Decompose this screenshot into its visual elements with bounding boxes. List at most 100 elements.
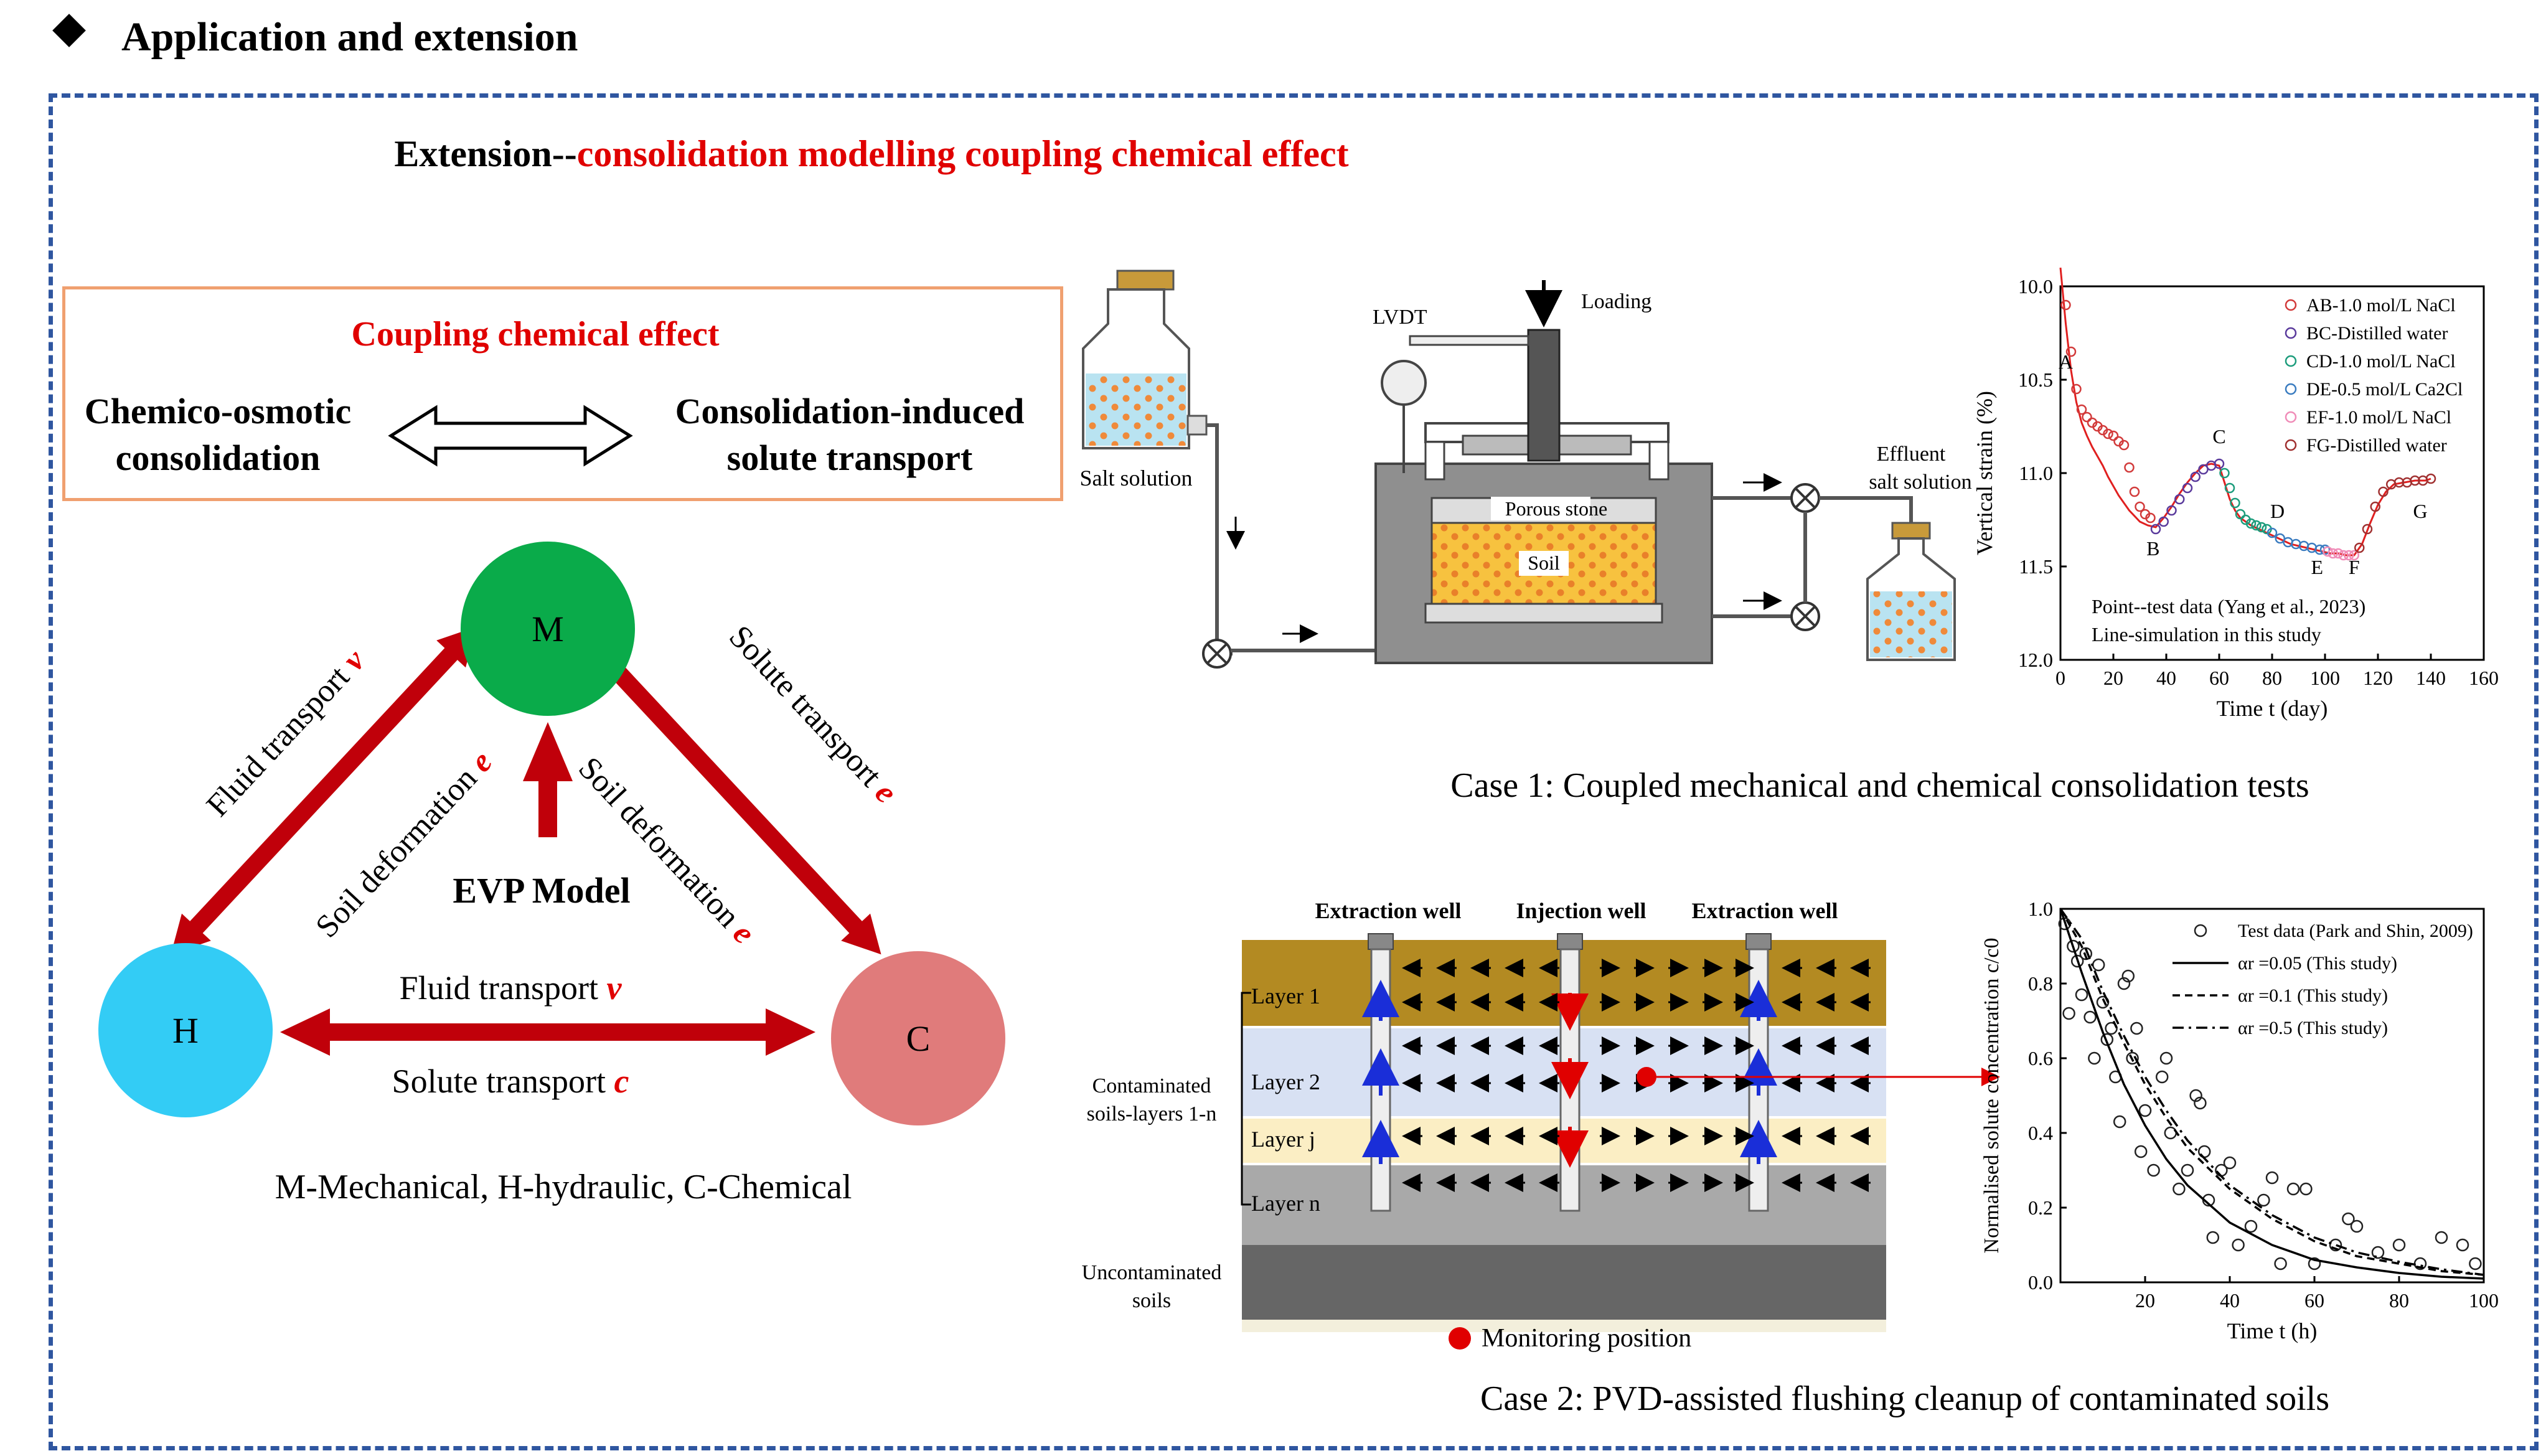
- chart2-y-tick-label: 0.2: [2028, 1196, 2053, 1219]
- porous-stone-label: Porous stone: [1505, 497, 1607, 520]
- chart2-legend-label: Test data (Park and Shin, 2009): [2238, 921, 2473, 941]
- extension-highlight: consolidation modelling coupling chemica…: [576, 133, 1349, 174]
- chart1-legend-marker: [2285, 383, 2297, 395]
- chart1-legend-marker: [2285, 439, 2297, 451]
- chart2-point: [2265, 1171, 2279, 1185]
- chart1-y-tick-label: 12.0: [2018, 649, 2053, 671]
- chart1-point: [2245, 518, 2257, 529]
- chart1-stage-label: C: [2212, 425, 2225, 448]
- chart2-series-line: [2059, 908, 2484, 1280]
- extension-prefix: Extension--: [394, 133, 577, 174]
- chart1-point: [2370, 501, 2380, 512]
- chart1-point: [2158, 516, 2169, 527]
- case2-caption: Case 2: PVD-assisted flushing cleanup of…: [1480, 1379, 2329, 1418]
- chart2-point: [2189, 1089, 2202, 1102]
- chart2-point: [2159, 1051, 2173, 1065]
- chart1-point: [2076, 404, 2087, 415]
- node-h-label: H: [172, 1010, 199, 1051]
- chart2-y-tick-label: 1.0: [2028, 898, 2053, 920]
- chart2-y-tick-label: 0.8: [2028, 972, 2053, 995]
- chart2-xlabel: Time t (h): [2227, 1318, 2318, 1343]
- chart1-stage-label: G: [2413, 500, 2427, 522]
- chart2-point: [2164, 1126, 2177, 1140]
- center-up-arrow: [523, 722, 573, 837]
- chart1-point: [2065, 346, 2077, 357]
- chart2-x-tick-label: 60: [2304, 1289, 2324, 1312]
- chart1-stage-label: F: [2349, 556, 2360, 578]
- effluent-label-1: Effluent: [1877, 443, 1946, 466]
- chart1-legend-label: AB-1.0 mol/L NaCl: [2306, 295, 2456, 316]
- layer-j-label: Layer j: [1251, 1127, 1315, 1152]
- chart2-point: [2299, 1182, 2313, 1196]
- chart1-x-tick-label: 100: [2310, 667, 2340, 689]
- page-title: Application and extension: [121, 14, 578, 60]
- chart1-point: [2174, 494, 2185, 505]
- chart2-ylabel: Normalised solute concentration c/c0: [1980, 938, 2003, 1254]
- chart2-y-tick-label: 0.4: [2028, 1122, 2053, 1144]
- contaminated-label-2: soils-layers 1-n: [1087, 1102, 1217, 1125]
- chart1-point: [2071, 383, 2082, 395]
- chart2-x-tick-label: 100: [2469, 1289, 2499, 1312]
- chart2-point: [2062, 1007, 2075, 1020]
- chart1-point: [2135, 501, 2145, 512]
- chart2-y-tick-label: 0.0: [2028, 1271, 2053, 1294]
- chart2-point: [2105, 1022, 2118, 1035]
- bottom-top-label: Fluid transport v: [400, 969, 622, 1007]
- injection-well: [1551, 933, 1589, 1212]
- coupling-box: [62, 286, 1063, 501]
- flow-arrows: [1402, 959, 1871, 1192]
- chart2-point: [2075, 988, 2088, 1002]
- chart1-y-tick-label: 11.5: [2019, 555, 2053, 578]
- chart2-point: [2121, 969, 2135, 983]
- chart1-point: [2235, 509, 2246, 520]
- chart2-point: [2308, 1257, 2321, 1270]
- node-c: [831, 951, 1005, 1125]
- chart2-x-tick-label: 80: [2389, 1289, 2409, 1312]
- chart1-point: [2344, 550, 2354, 561]
- layer-1-label: Layer 1: [1251, 984, 1320, 1008]
- chart2-point: [2194, 1096, 2207, 1110]
- chart2-point: [2147, 1163, 2160, 1177]
- right-inner-label: Soil deformation e: [571, 751, 762, 951]
- chart1-point: [2118, 439, 2130, 451]
- chart2-legend-label: αr =0.1 (This study): [2238, 985, 2388, 1006]
- chart1-note-1: Point--test data (Yang et al., 2023): [2092, 595, 2365, 618]
- uncontaminated-label-2: soils: [1132, 1289, 1171, 1312]
- chart1-point: [2267, 527, 2278, 538]
- chart2-plot-frame: [2059, 908, 2485, 1284]
- chart1-point: [2129, 486, 2140, 497]
- chart2-legend-label: αr =0.05 (This study): [2238, 953, 2397, 974]
- chart2-point: [2117, 977, 2131, 990]
- chart2-point: [2092, 958, 2105, 972]
- chart1-point: [2333, 548, 2344, 559]
- chart2-point: [2083, 1010, 2097, 1024]
- chart1-legend-label: BC-Distilled water: [2306, 323, 2448, 344]
- monitoring-label: Monitoring position: [1482, 1324, 1691, 1353]
- chart1-point: [2214, 458, 2225, 469]
- coupling-left-line1: Chemico-osmotic: [85, 391, 351, 431]
- chart2-point: [2206, 1231, 2220, 1244]
- chart1-point: [2190, 471, 2201, 482]
- chart2-point: [2138, 1104, 2152, 1117]
- chart1-point: [2251, 520, 2262, 531]
- chart1-point: [2182, 482, 2193, 494]
- chart1-x-tick-label: 80: [2262, 667, 2282, 689]
- chart1-point: [2338, 550, 2349, 561]
- chart1-legend-label: DE-0.5 mol/L Ca2Cl: [2306, 379, 2463, 400]
- chart1-point: [2328, 548, 2338, 559]
- chart1-stage-label: B: [2146, 537, 2159, 560]
- chart1-legend-label: FG-Distilled water: [2306, 435, 2447, 456]
- chart1-point: [2230, 497, 2240, 509]
- chart1-stage-label: E: [2311, 556, 2323, 578]
- chart1-point: [2103, 428, 2113, 439]
- chart2-x-tick-label: 20: [2135, 1289, 2155, 1312]
- chart1-x-tick-label: 160: [2469, 667, 2499, 689]
- salt-solution-label: Salt solution: [1079, 466, 1192, 491]
- chart1-xlabel: Time t (day): [2217, 696, 2328, 721]
- right-outer-label: Solute transport e: [722, 619, 904, 810]
- chart1-point: [2124, 462, 2135, 473]
- chart1-point: [2145, 512, 2156, 524]
- chart2-point: [2088, 1051, 2101, 1065]
- chart2-point: [2173, 1182, 2186, 1196]
- node-c-label: C: [906, 1018, 931, 1059]
